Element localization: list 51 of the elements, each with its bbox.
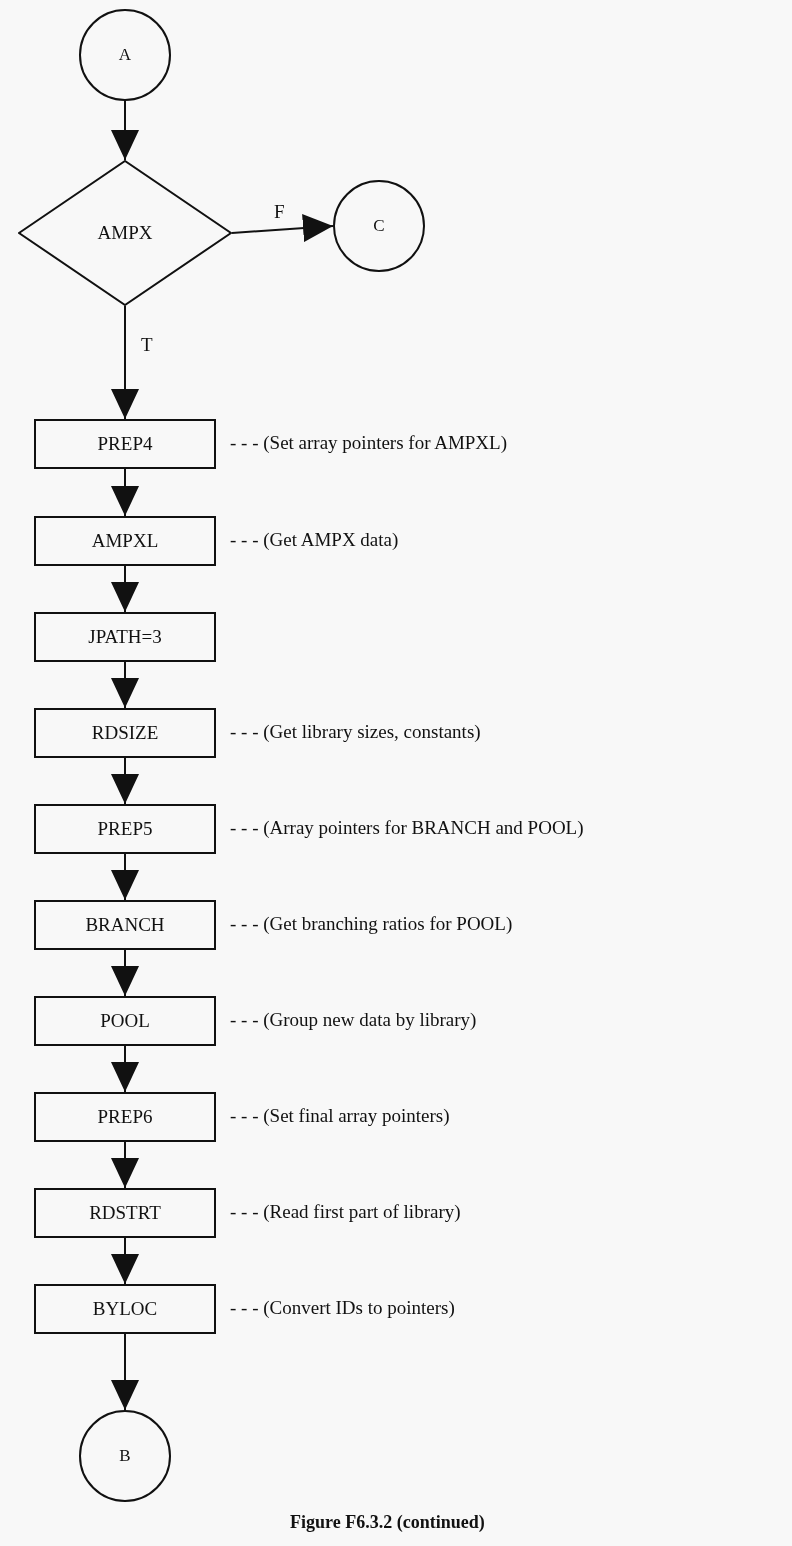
process-box: [34, 1284, 216, 1334]
connector-circle: [79, 1410, 171, 1502]
figure-caption: Figure F6.3.2 (continued): [290, 1512, 485, 1533]
process-box: [34, 996, 216, 1046]
description-note: - - - (Read first part of library): [230, 1201, 461, 1223]
connector-circle: [333, 180, 425, 272]
connector-circle: [79, 9, 171, 101]
arrow: [231, 214, 334, 243]
process-box: [34, 900, 216, 950]
arrow: [111, 1333, 139, 1411]
arrow: [111, 1045, 139, 1093]
node-label: BRANCH: [85, 914, 165, 936]
description-note: - - - (Get library sizes, constants): [230, 721, 481, 743]
node-label: BYLOC: [92, 1298, 158, 1320]
description-note: - - - (Get AMPX data): [230, 529, 399, 551]
process-box: [34, 419, 216, 469]
arrow: [111, 565, 139, 613]
description-note: - - - (Group new data by library): [230, 1009, 477, 1031]
node-label: JPATH=3: [88, 626, 162, 648]
arrow: [111, 949, 139, 997]
arrow: [111, 1141, 139, 1189]
node-label: RDSTRT: [89, 1202, 161, 1224]
node-label: AMPXL: [91, 530, 159, 552]
process-box: [34, 612, 216, 662]
arrow: [111, 305, 139, 420]
description-note: - - - (Get branching ratios for POOL): [230, 913, 513, 935]
description-note: - - - (Set final array pointers): [230, 1105, 450, 1127]
arrow: [111, 661, 139, 709]
description-note: - - - (Array pointers for BRANCH and POOL): [230, 817, 584, 839]
arrow: [111, 853, 139, 901]
description-note: - - - (Set array pointers for AMPXL): [230, 432, 507, 454]
process-box: [34, 1092, 216, 1142]
arrow: [111, 757, 139, 805]
node-label: POOL: [100, 1010, 150, 1032]
node-label: PREP4: [97, 433, 153, 455]
node-label: AMPX: [97, 222, 153, 244]
process-box: [34, 804, 216, 854]
node-label: RDSIZE: [91, 722, 159, 744]
description-note: - - - (Convert IDs to pointers): [230, 1297, 455, 1319]
node-label: C: [373, 216, 385, 236]
arrow: [111, 100, 139, 161]
node-label: PREP6: [97, 1106, 153, 1128]
decision-diamond: [18, 160, 232, 306]
process-box: [34, 708, 216, 758]
arrow: [111, 1237, 139, 1285]
node-label: PREP5: [97, 818, 153, 840]
node-label: B: [119, 1446, 131, 1466]
process-box: [34, 1188, 216, 1238]
node-label: A: [118, 45, 132, 65]
process-box: [34, 516, 216, 566]
arrow: [111, 468, 139, 517]
